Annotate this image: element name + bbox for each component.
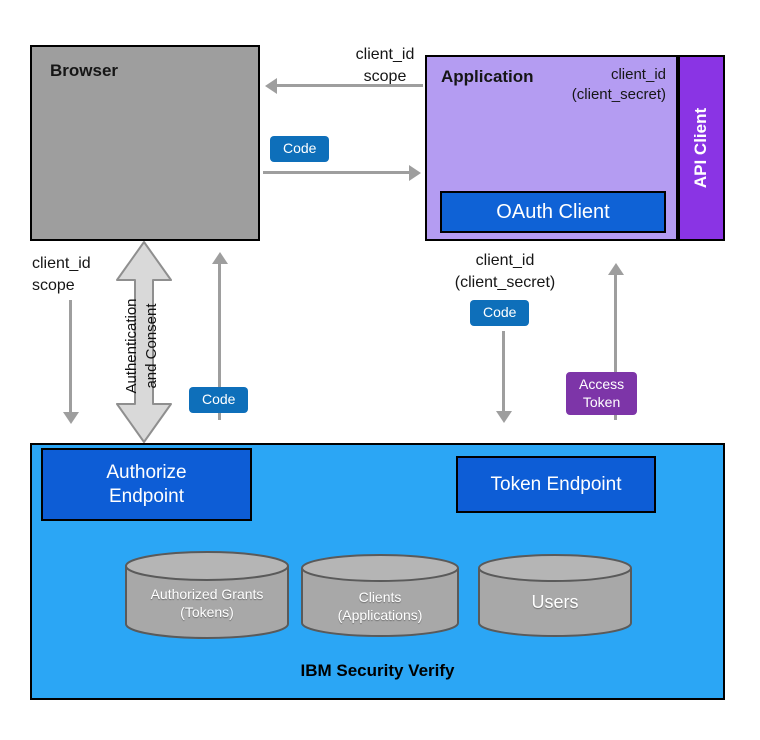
database-cylinder-icon xyxy=(478,554,632,637)
application-title: Application xyxy=(441,67,534,86)
client-id-scope-down-arrow xyxy=(69,300,72,412)
clients-label: Clients (Applications) xyxy=(337,589,423,623)
authorize-endpoint-box: Authorize Endpoint xyxy=(41,448,252,521)
browser-to-app-arrow xyxy=(263,171,409,174)
top-client-id-scope-label: client_id scope xyxy=(355,46,415,85)
oauth-client-label: OAuth Client xyxy=(496,200,610,223)
application-credentials-label: client_id (client_secret) xyxy=(571,66,666,104)
code-badge-browser-to-app: Code xyxy=(270,136,330,162)
ibm-security-verify-title: IBM Security Verify xyxy=(300,661,455,680)
code-to-token-endpoint-arrow xyxy=(502,331,505,411)
app-to-browser-arrow xyxy=(277,84,423,87)
token-request-credentials-label: client_id (client_secret) xyxy=(454,252,556,291)
users-label: Users xyxy=(531,592,579,612)
api-client-label: API Client xyxy=(691,107,711,189)
ibm-security-verify-box: Authorize Endpoint Token Endpoint Author… xyxy=(30,443,725,700)
token-endpoint-box: Token Endpoint xyxy=(456,456,656,513)
code-up-arrow xyxy=(218,264,221,420)
authorized-grants-database: Authorized Grants (Tokens) xyxy=(124,550,290,640)
authentication-consent-arrow xyxy=(116,241,172,443)
api-client-box: API Client xyxy=(678,55,725,241)
access-token-up-arrow xyxy=(614,275,617,420)
double-arrow-shape xyxy=(116,241,172,443)
application-box: Application client_id (client_secret) OA… xyxy=(425,55,678,241)
database-cylinder-icon xyxy=(301,554,459,637)
browser-box: Browser xyxy=(30,45,260,241)
access-token-badge: Access Token xyxy=(566,372,638,415)
left-client-id-scope-label: client_id scope xyxy=(32,255,91,294)
database-cylinder-icon xyxy=(125,551,289,639)
authorized-grants-label: Authorized Grants (Tokens) xyxy=(150,586,264,620)
code-badge-authorize-to-browser: Code xyxy=(189,387,249,413)
oauth-client-box: OAuth Client xyxy=(440,191,666,233)
clients-database: Clients (Applications) xyxy=(300,553,460,638)
code-badge-to-token-endpoint: Code xyxy=(470,300,530,326)
browser-title: Browser xyxy=(50,61,119,80)
authentication-consent-label: Authentication and Consent xyxy=(123,298,161,394)
users-database: Users xyxy=(477,553,633,638)
